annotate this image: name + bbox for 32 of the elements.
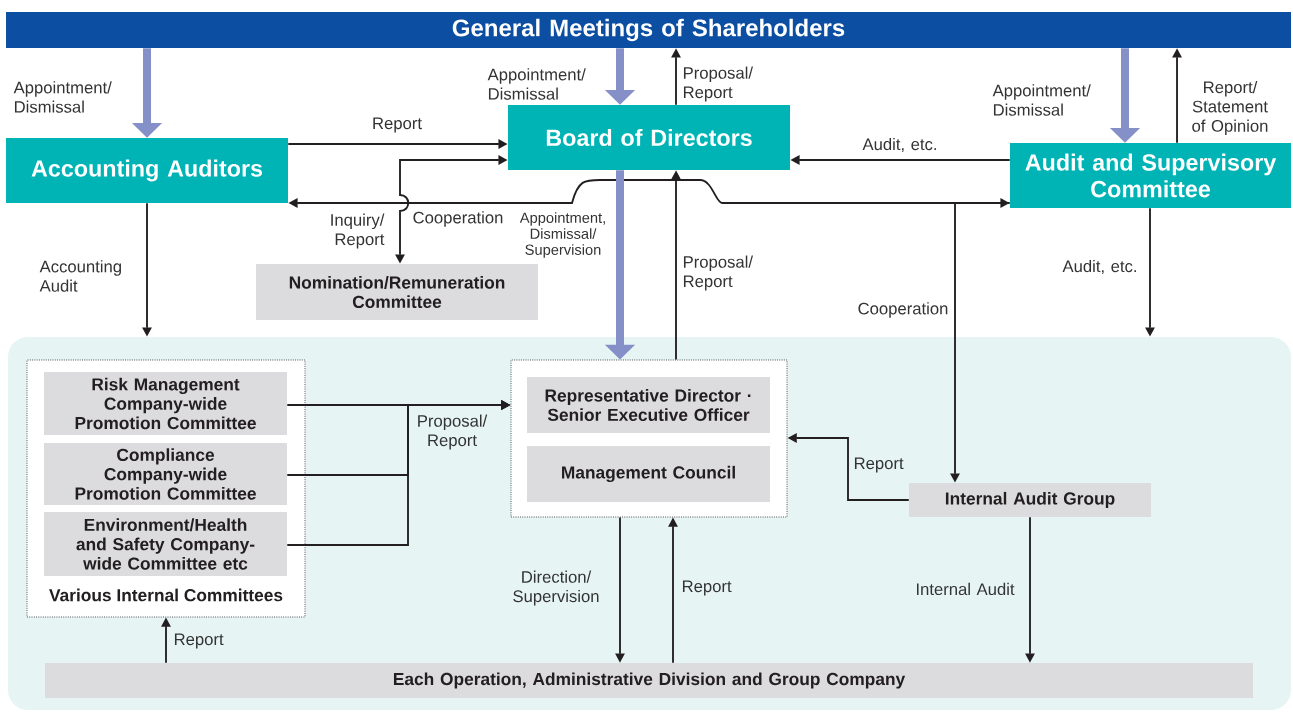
edge-label: Report/ Statement of Opinion bbox=[1192, 80, 1268, 136]
edge-label: Appointment, Dismissal/ Supervision bbox=[519, 212, 605, 258]
edge-label: Audit, etc. bbox=[862, 137, 936, 153]
edge-label: Report bbox=[682, 580, 732, 596]
committee-box: Internal Audit Group bbox=[909, 483, 1151, 517]
edge-label: Accounting Audit bbox=[39, 260, 121, 292]
edge-label: Cooperation bbox=[858, 302, 948, 318]
edge-label: Proposal/ Report bbox=[683, 255, 753, 291]
committee-box: Nomination/Remuneration Committee bbox=[256, 264, 538, 320]
edge-label: Audit, etc. bbox=[1062, 259, 1136, 275]
committee-box: Management Council bbox=[527, 446, 770, 502]
edge-label: Appointment/ Dismissal bbox=[13, 81, 112, 113]
edge-label: Proposal/ Report bbox=[418, 414, 488, 450]
edge-label: Internal Audit bbox=[917, 582, 1015, 596]
organ-box: Accounting Auditors bbox=[6, 138, 288, 203]
committee-box: Each Operation, Administrative Division and Group Company bbox=[45, 663, 1253, 698]
edge-label: Inquiry/ Report bbox=[331, 213, 385, 249]
organ-box: Audit and Supervisory Committee bbox=[1010, 143, 1291, 208]
edge-label: Appointment/ Dismissal bbox=[992, 84, 1091, 116]
committee-box: Environment/Health and Safety Company-wide Committee etc bbox=[44, 512, 287, 576]
edge-label: Proposal/ Report bbox=[683, 66, 753, 102]
edge-label: Report bbox=[174, 633, 224, 649]
banner: General Meetings of Shareholders bbox=[6, 12, 1291, 48]
edge-label: Report bbox=[373, 117, 422, 133]
edge-label: Cooperation bbox=[413, 211, 503, 227]
committee-box: Compliance Company-wide Promotion Committee bbox=[44, 443, 287, 505]
organ-box: Board of Directors bbox=[508, 105, 790, 170]
committee-box: Risk Management Company-wide Promotion Committee bbox=[44, 372, 287, 435]
edge-label: Direction/ Supervision bbox=[513, 570, 599, 606]
edge-label: Report bbox=[854, 457, 904, 473]
committee-box: Representative Director · Senior Executive Officer bbox=[527, 377, 770, 433]
edge-label: Appointment/ Dismissal bbox=[487, 68, 586, 100]
